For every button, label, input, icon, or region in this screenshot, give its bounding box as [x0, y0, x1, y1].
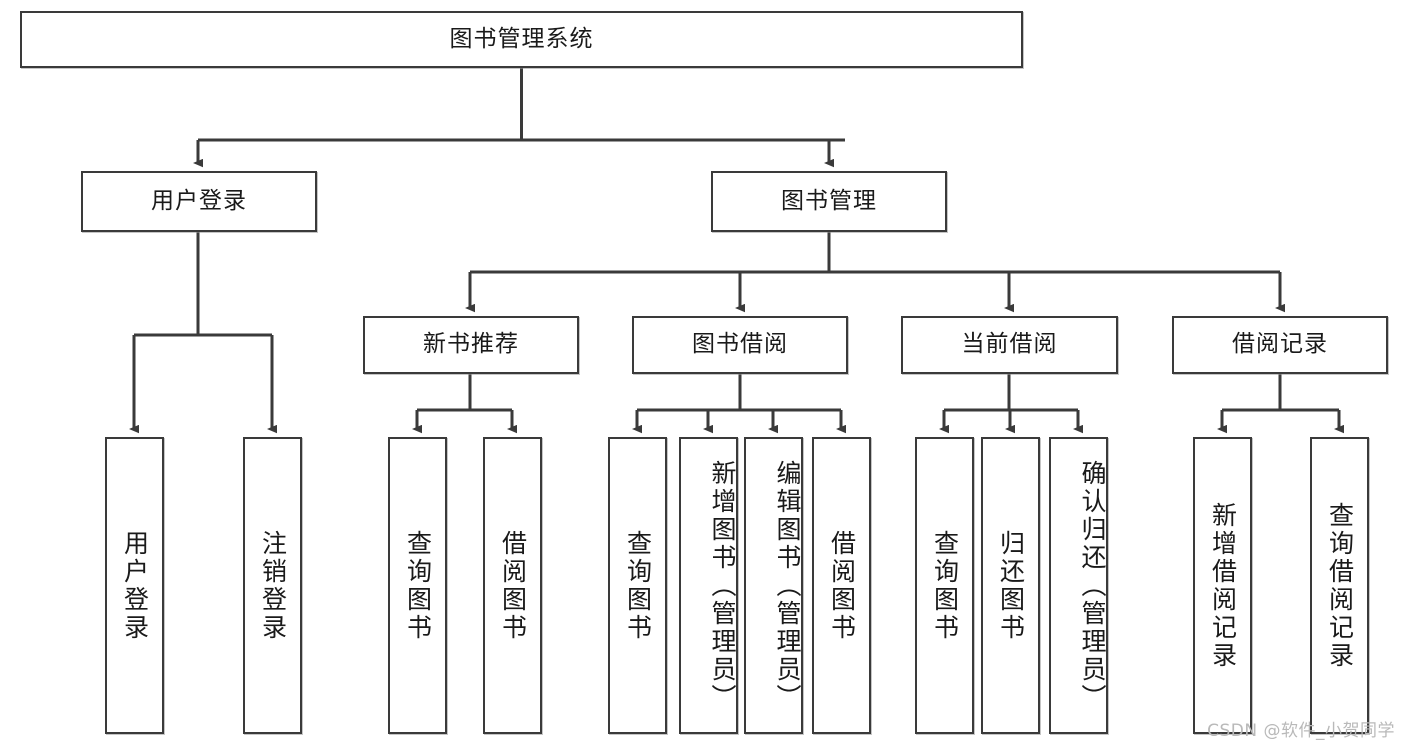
node-leaf-query-book-rec[interactable]: 查询图书 [388, 437, 447, 734]
node-leaf-edit-book-admin[interactable]: 编辑图书（管理员） [744, 437, 803, 734]
node-current-borrow[interactable]: 当前借阅 [901, 316, 1118, 374]
node-leaf-add-borrow-record[interactable]: 新增借阅记录 [1193, 437, 1252, 734]
node-leaf-add-book-admin[interactable]: 新增图书（管理员） [679, 437, 738, 734]
node-leaf-query-book-current[interactable]: 查询图书 [915, 437, 974, 734]
node-leaf-user-login[interactable]: 用户登录 [105, 437, 164, 734]
node-root[interactable]: 图书管理系统 [20, 11, 1023, 68]
node-leaf-return-book[interactable]: 归还图书 [981, 437, 1040, 734]
node-leaf-borrow-book[interactable]: 借阅图书 [812, 437, 871, 734]
node-leaf-query-borrow-record[interactable]: 查询借阅记录 [1310, 437, 1369, 734]
node-leaf-logout-login[interactable]: 注销登录 [243, 437, 302, 734]
watermark-text: CSDN @软件_小贺同学 [1207, 721, 1395, 741]
node-new-book-recommend[interactable]: 新书推荐 [363, 316, 579, 374]
node-leaf-borrow-book-rec[interactable]: 借阅图书 [483, 437, 542, 734]
node-borrow-record[interactable]: 借阅记录 [1172, 316, 1388, 374]
node-user-login[interactable]: 用户登录 [81, 171, 317, 232]
node-leaf-confirm-return-admin[interactable]: 确认归还（管理员） [1049, 437, 1108, 734]
node-leaf-query-book-borrow[interactable]: 查询图书 [608, 437, 667, 734]
node-book-borrow[interactable]: 图书借阅 [632, 316, 848, 374]
node-book-management[interactable]: 图书管理 [711, 171, 947, 232]
